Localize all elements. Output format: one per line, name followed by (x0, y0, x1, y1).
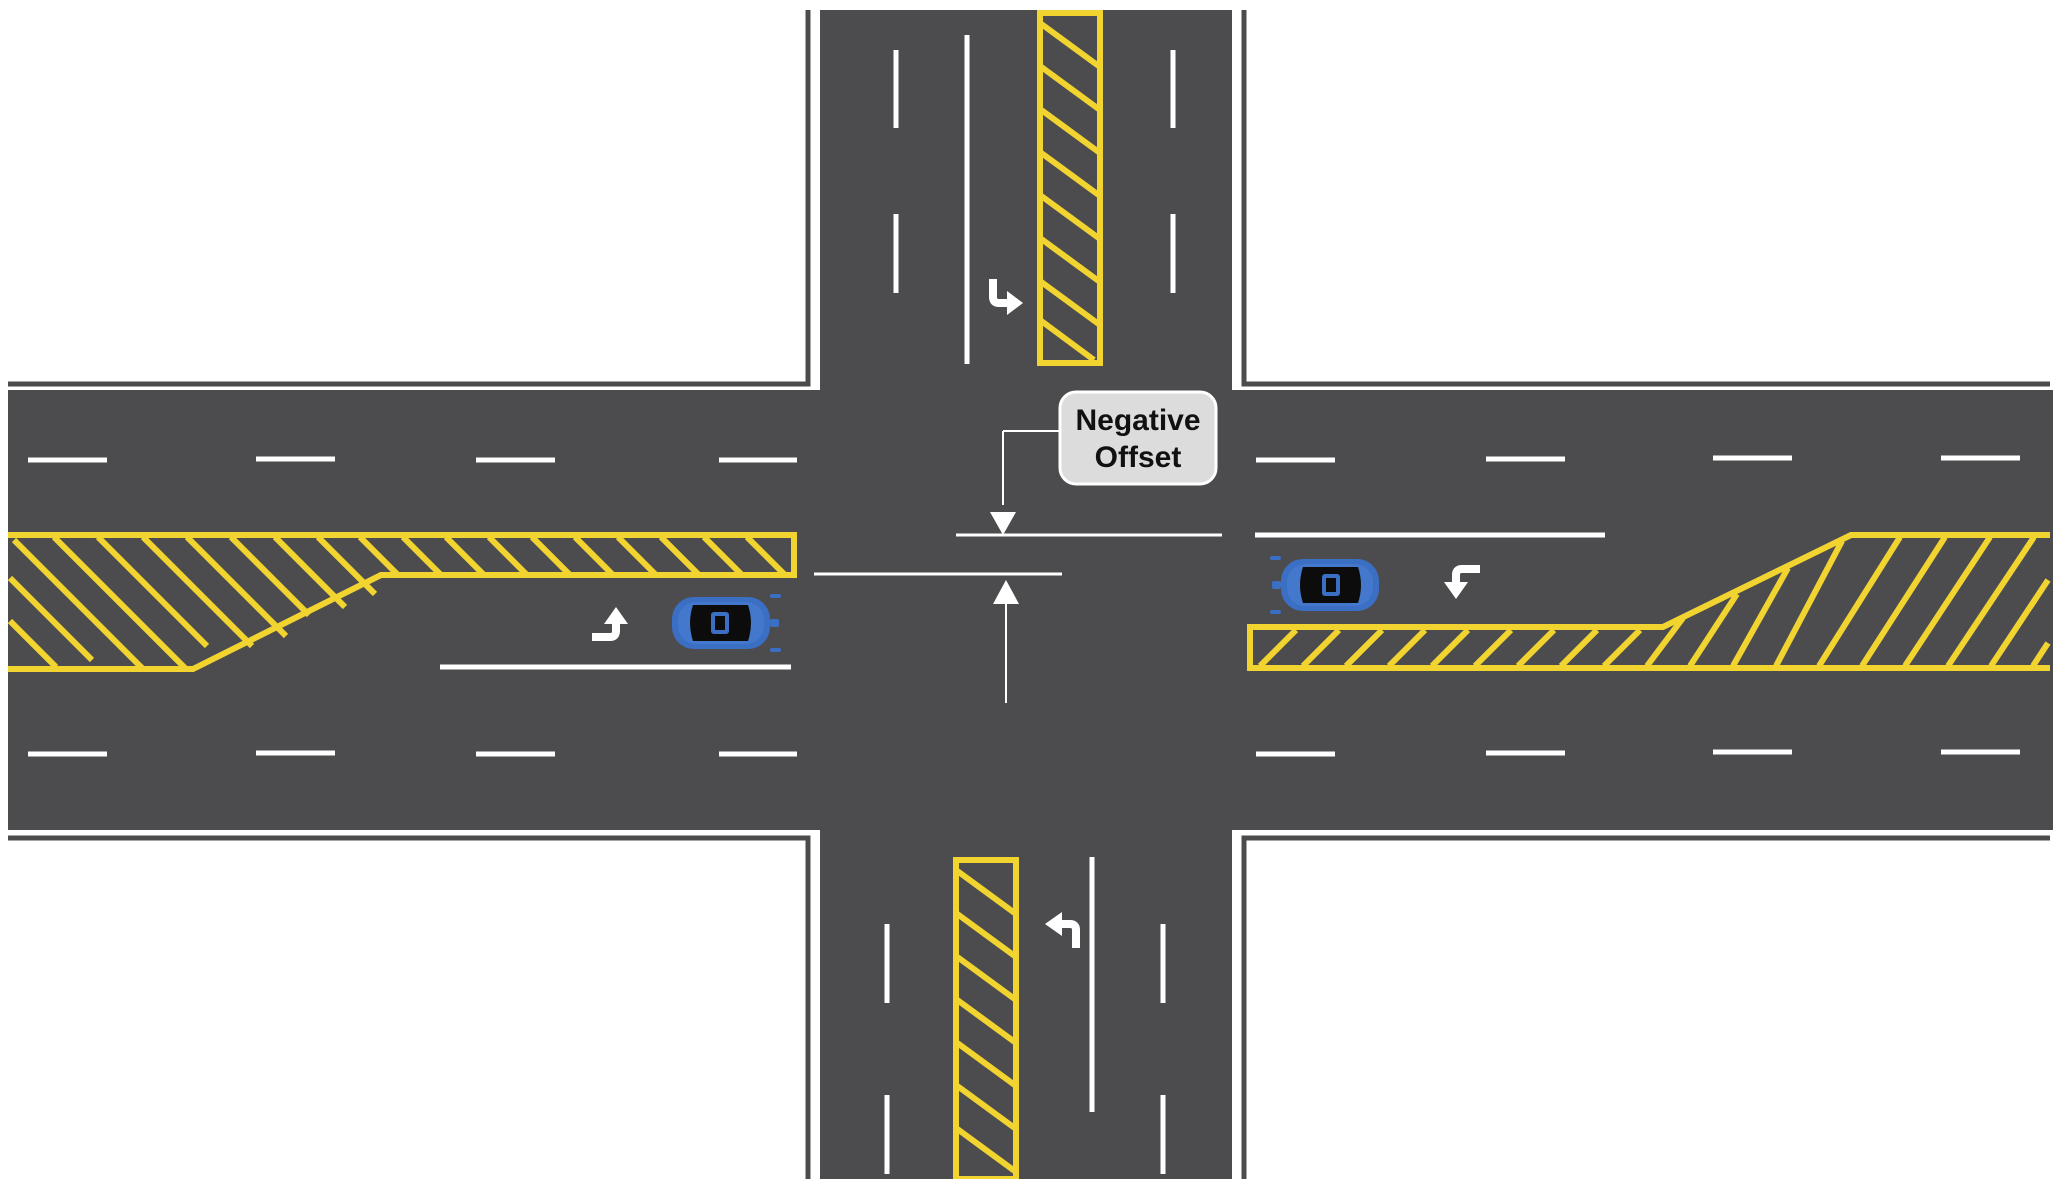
north-median (1037, 10, 1103, 366)
callout-line-1: Negative (1075, 404, 1200, 437)
negative-offset-callout: Negative Offset (1058, 390, 1218, 486)
west-right-turn-arrow-icon (592, 621, 620, 641)
south-median (953, 857, 1019, 1179)
yellow-medians (7, 10, 2051, 1179)
road-surface (8, 10, 2053, 1179)
lane-dashes (28, 50, 2020, 1174)
south-road (820, 830, 1232, 1179)
right-turn-arrowhead-icon (1007, 291, 1023, 315)
curb-ne (1241, 10, 2050, 387)
east-west-road (8, 390, 2053, 830)
right-turn-arrow-icon (989, 279, 1010, 307)
curb-nw (8, 10, 811, 387)
curb-se (1241, 835, 2050, 1179)
offset-up-arrowhead (993, 580, 1019, 604)
offset-dimension-arrows (990, 512, 1019, 604)
east-left-turn-arrowhead-icon (1444, 582, 1468, 599)
east-left-turn-arrow-icon (1452, 565, 1480, 584)
offset-down-arrowhead (990, 512, 1016, 535)
curb-lines (8, 10, 2050, 1179)
left-turn-arrow-icon (1059, 920, 1080, 948)
curb-sw (8, 835, 811, 1179)
west-median (7, 532, 797, 672)
callout-box (1058, 390, 1218, 486)
solid-lane-lines (440, 35, 1605, 1112)
left-turn-arrowhead-icon (1045, 912, 1062, 936)
callout-line-2: Offset (1095, 441, 1182, 474)
east-median (1247, 532, 2051, 671)
north-road (820, 10, 1232, 390)
west-right-turn-arrowhead-icon (604, 607, 628, 624)
